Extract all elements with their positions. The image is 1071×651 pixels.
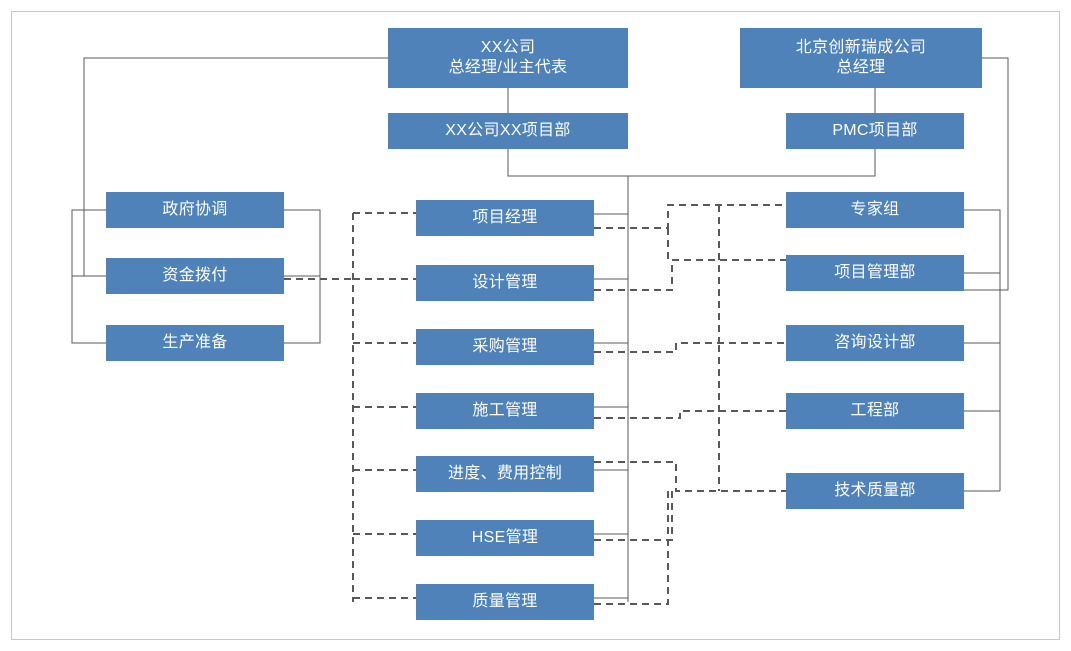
- node-right-1[interactable]: 项目管理部: [786, 255, 964, 291]
- dashed-mid7-to-right5: [594, 491, 669, 605]
- diagram-frame: [11, 11, 1060, 640]
- node-middle-4[interactable]: 进度、费用控制: [416, 456, 594, 492]
- node-owner-gm[interactable]: XX公司 总经理/业主代表: [388, 28, 628, 88]
- edge-ownergm-to-left-trunk: [83, 57, 388, 277]
- node-right-0[interactable]: 专家组: [786, 192, 964, 228]
- edge-pmcgm-to-right-trunk: [960, 57, 1009, 291]
- dashed-hub-to-right2: [667, 228, 786, 261]
- node-middle-0[interactable]: 项目经理: [416, 200, 594, 236]
- node-middle-1[interactable]: 设计管理: [416, 265, 594, 301]
- right-trunk-top: [964, 209, 1001, 290]
- node-left-1[interactable]: 资金拨付: [106, 258, 284, 294]
- dashed-mid4-to-right4: [594, 410, 786, 419]
- dashed-mid3-to-right3: [594, 342, 786, 353]
- dashed-mid2-to-hub: [594, 260, 673, 291]
- dashed-mid1-to-right1: [594, 204, 786, 229]
- dashed-mid6-to-right5: [594, 491, 673, 541]
- node-right-3[interactable]: 工程部: [786, 393, 964, 429]
- node-left-2[interactable]: 生产准备: [106, 325, 284, 361]
- node-right-2[interactable]: 咨询设计部: [786, 325, 964, 361]
- node-middle-3[interactable]: 施工管理: [416, 393, 594, 429]
- node-owner-project-dept[interactable]: XX公司XX项目部: [388, 113, 628, 149]
- node-middle-5[interactable]: HSE管理: [416, 520, 594, 556]
- node-middle-6[interactable]: 质量管理: [416, 584, 594, 620]
- dashed-mid5-to-right5: [594, 461, 786, 492]
- edge-depts-bridge: [507, 149, 876, 177]
- node-middle-2[interactable]: 采购管理: [416, 329, 594, 365]
- node-pmc-project-dept[interactable]: PMC项目部: [786, 113, 964, 149]
- node-pmc-gm[interactable]: 北京创新瑞成公司 总经理: [740, 28, 982, 88]
- node-left-0[interactable]: 政府协调: [106, 192, 284, 228]
- node-right-4[interactable]: 技术质量部: [786, 473, 964, 509]
